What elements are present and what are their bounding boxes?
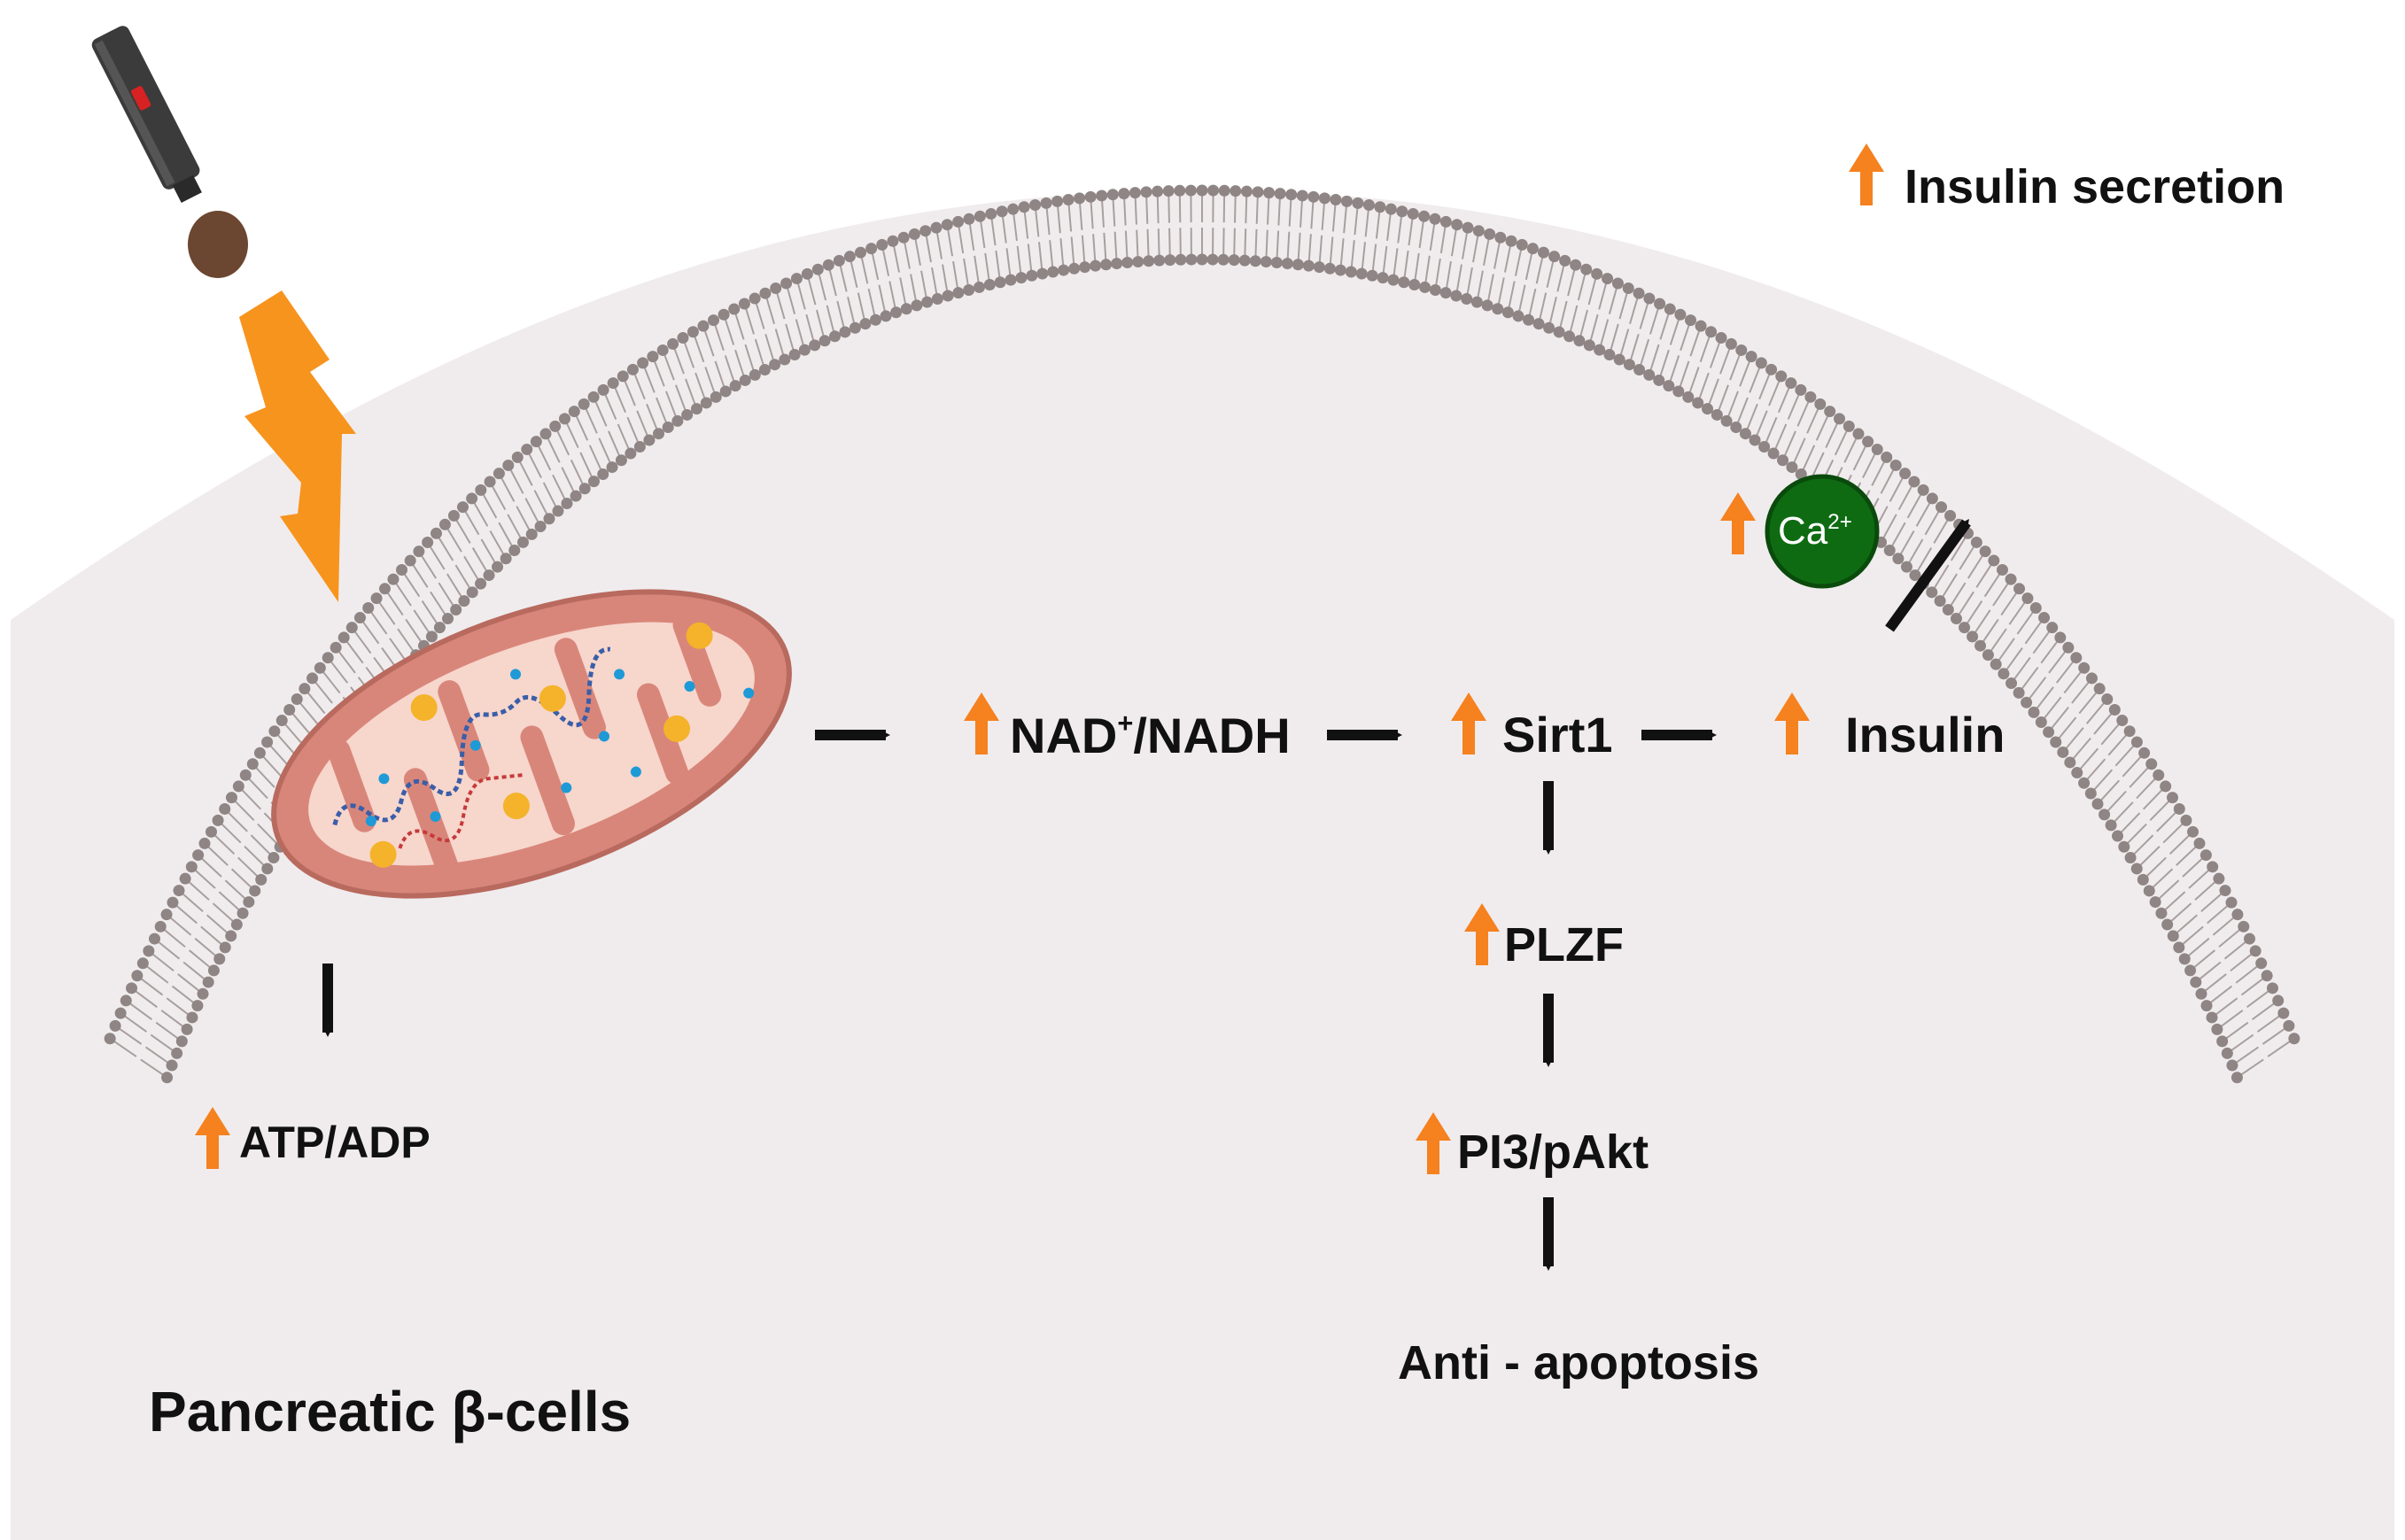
nad-text: NAD — [1010, 708, 1118, 764]
nad-superscript: + — [1117, 708, 1134, 739]
up-arrows — [195, 143, 1884, 1174]
label-sirt1: Sirt1 — [1502, 707, 1613, 762]
up-arrow-icon — [1416, 1112, 1451, 1174]
up-arrow-icon — [1451, 693, 1486, 755]
up-arrow-icon — [1849, 143, 1884, 205]
label-atp-adp: ATP/ADP — [239, 1118, 431, 1167]
up-arrow-icon — [964, 693, 999, 755]
label-insulin-secretion: Insulin secretion — [1905, 160, 2285, 213]
label-plzf: PLZF — [1504, 918, 1624, 971]
calcium-ion — [1765, 474, 1880, 589]
calcium-charge: 2+ — [1827, 510, 1852, 535]
cell-membrane — [104, 184, 2300, 1084]
lightning-bolt-icon — [239, 290, 356, 602]
up-arrow-icon — [1720, 492, 1756, 554]
up-arrow-icon — [1774, 693, 1810, 755]
calcium-text: Ca — [1778, 509, 1828, 553]
pathway-arrows — [322, 518, 1971, 1271]
label-anti-apoptosis: Anti - apoptosis — [1398, 1336, 1759, 1389]
mitochondrion-icon — [271, 589, 792, 899]
up-arrow-icon — [1464, 903, 1500, 965]
laser-pen-icon — [91, 26, 248, 278]
label-pi3-pakt: PI3/pAkt — [1457, 1126, 1649, 1179]
label-nad-nadh: NAD+/NADH — [1010, 708, 1291, 764]
label-insulin: Insulin — [1845, 707, 2005, 762]
label-calcium: Ca2+ — [1778, 509, 1852, 553]
arrow-insulin-to-secretion — [1885, 518, 1971, 632]
label-cell-type: Pancreatic β-cells — [149, 1380, 632, 1443]
nadh-text: /NADH — [1133, 708, 1291, 764]
up-arrow-icon — [195, 1107, 230, 1169]
